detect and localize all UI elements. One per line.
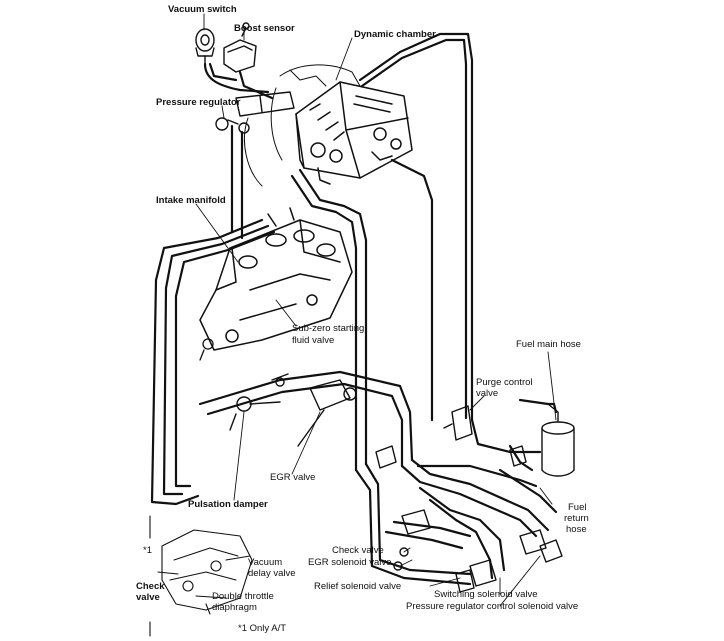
label-inset-vacuum-delay-1: Vacuum (248, 557, 283, 568)
label-inset-double-throttle-2: diaphragm (212, 602, 257, 613)
pressure-regulator-component (215, 91, 295, 134)
label-inset-marker: *1 (143, 545, 152, 556)
pulsation-damper-component (229, 373, 289, 431)
label-dynamic-chamber: Dynamic chamber (354, 29, 436, 40)
label-inset-double-throttle-1: Double throttle (212, 591, 274, 602)
top-right-loop-hoses (358, 32, 474, 422)
label-check-valve: Check valve (332, 545, 384, 556)
label-fuel-return-3: hose (566, 524, 587, 535)
fuel-hoses (416, 398, 558, 514)
label-inset-vacuum-delay-2: delay valve (248, 568, 296, 579)
label-boost-sensor: Boost sensor (234, 23, 295, 34)
intake-manifold-component (199, 207, 353, 351)
label-purge-control-2: valve (476, 388, 499, 399)
label-inset-check-valve-2: valve (136, 592, 160, 603)
label-fuel-return-2: return (564, 513, 589, 524)
label-sub-zero-valve-2: fluid valve (292, 335, 335, 346)
label-vacuum-switch: Vacuum switch (168, 4, 237, 15)
solenoid-valves (375, 445, 563, 593)
center-hoses (198, 168, 414, 472)
fuel-filter-component (541, 403, 575, 477)
label-intake-manifold: Intake manifold (156, 195, 226, 206)
label-egr-valve: EGR valve (270, 472, 316, 483)
label-pressure-regulator-control-solenoid-valve: Pressure regulator control solenoid valv… (406, 601, 579, 612)
label-pressure-regulator: Pressure regulator (156, 97, 241, 108)
label-switching-solenoid-valve: Switching solenoid valve (434, 589, 538, 600)
label-fuel-main-hose: Fuel main hose (516, 339, 581, 350)
dynamic-chamber-component (295, 81, 413, 185)
purge-control-valve-component (443, 405, 473, 441)
boost-sensor-component (223, 22, 257, 73)
solenoid-cluster-hoses (354, 458, 550, 586)
label-relief-solenoid-valve: Relief solenoid valve (314, 581, 402, 592)
label-sub-zero-valve-1: Sub-zero starting (292, 323, 365, 334)
egr-valve-component (297, 379, 357, 447)
label-inset-check-valve-1: Check (136, 581, 165, 592)
purge-solenoid-small (509, 445, 527, 467)
leader-lines (195, 13, 557, 607)
label-fuel-return-1: Fuel (568, 502, 587, 513)
label-footnote: *1 Only A/T (238, 623, 287, 634)
inset-engine-view (149, 515, 253, 637)
label-egr-solenoid-valve: EGR solenoid valve (308, 557, 392, 568)
vacuum-switch-component (195, 28, 215, 65)
label-purge-control-1: Purge control (476, 377, 533, 388)
upper-sensor-hoses (203, 62, 274, 100)
sub-zero-starting-fluid-valve (199, 338, 214, 361)
left-loop-hoses (150, 124, 276, 506)
label-pulsation-damper: Pulsation damper (188, 499, 268, 510)
